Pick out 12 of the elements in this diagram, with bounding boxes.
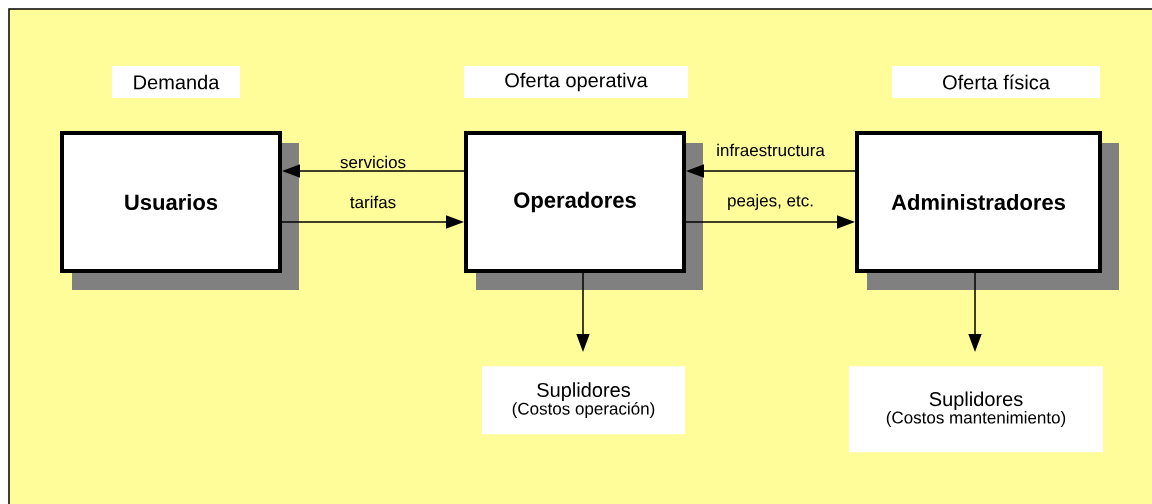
edge-label: infraestructura [717,143,825,157]
heading: Demanda [112,66,240,98]
supplier-box: Suplidores (Costos mantenimiento) [849,366,1103,453]
edge-label: peajes, etc. [728,194,813,210]
entity-box: Usuarios [60,131,299,290]
supplier-box: Suplidores (Costos operación) [482,366,685,435]
edge-label: servicios [340,155,406,169]
entity-box: Administradores [855,131,1119,290]
entity-box: Operadores [464,131,703,290]
edge-label: tarifas [350,195,396,209]
heading: Oferta física [892,66,1100,98]
heading: Oferta operativa [464,66,688,98]
